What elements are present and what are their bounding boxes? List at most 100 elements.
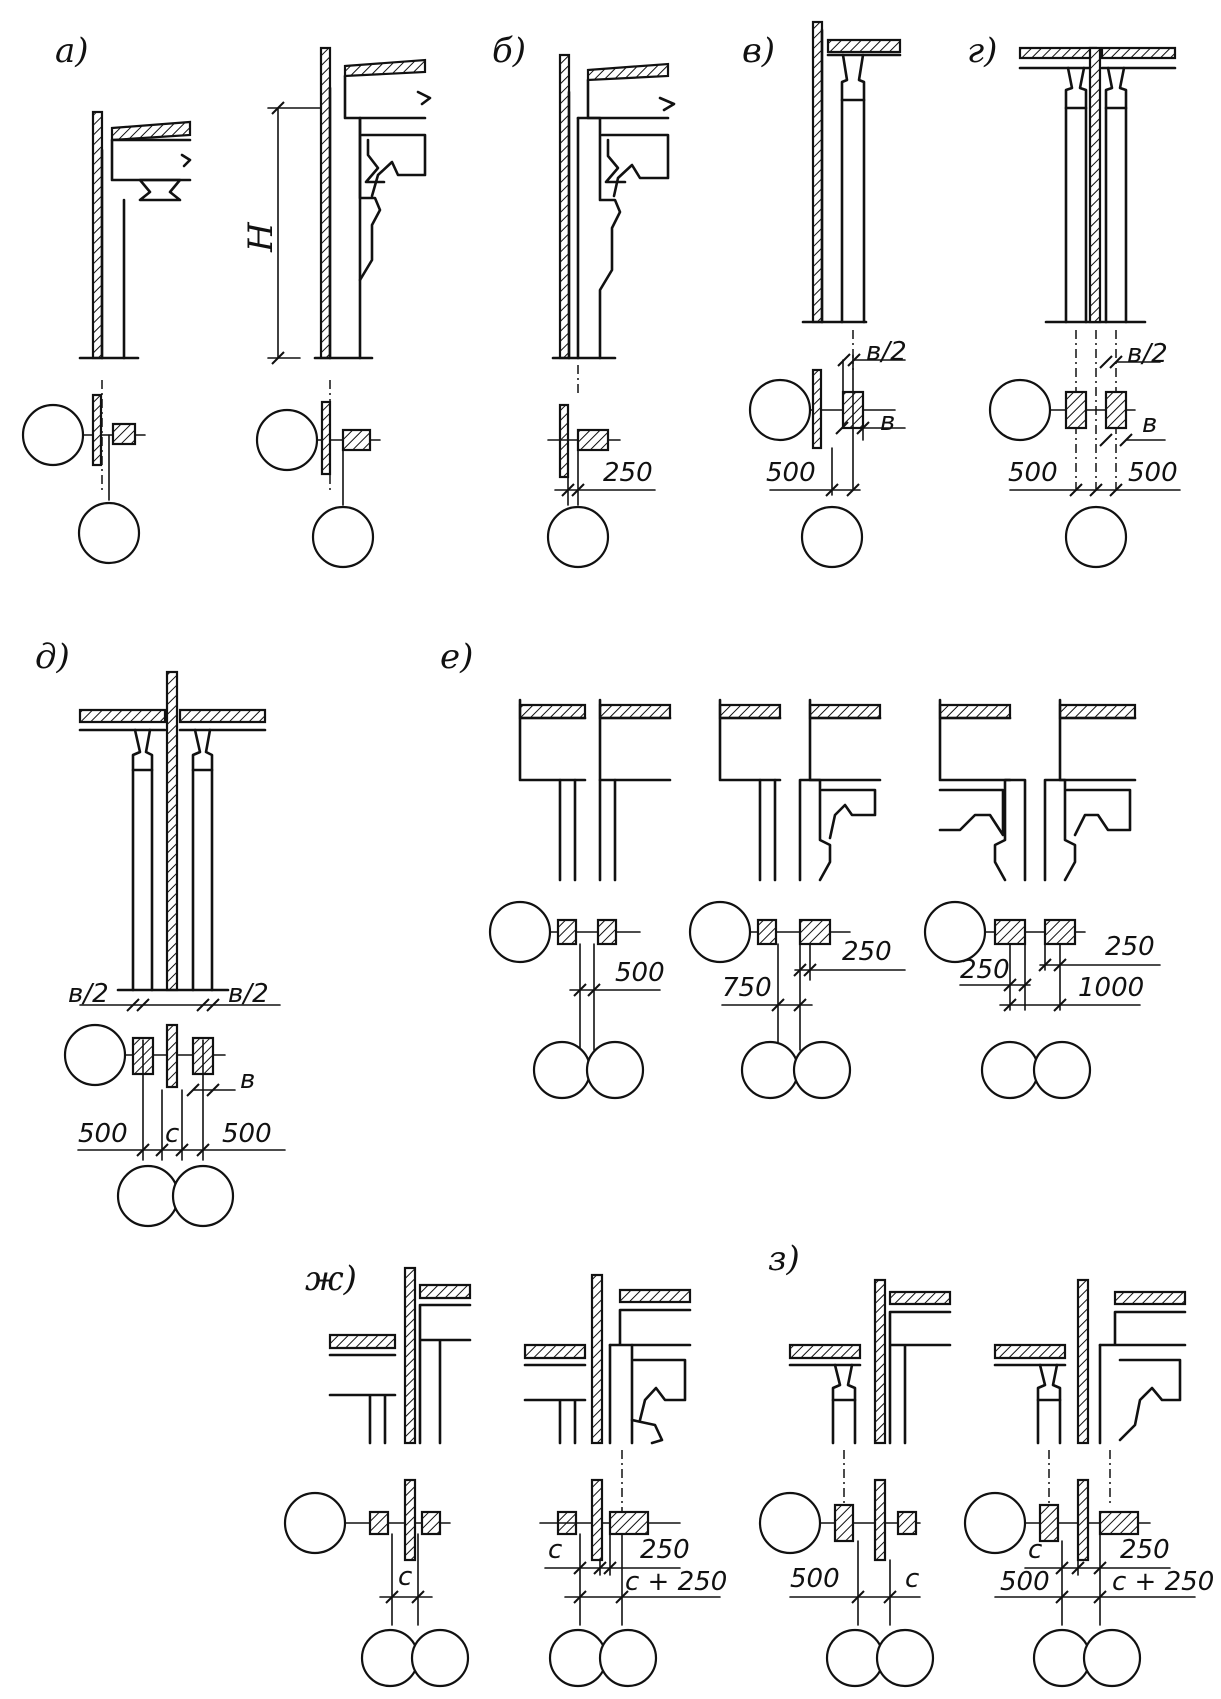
- axis-marker: [1032, 1040, 1092, 1100]
- section-z1: 500 c: [758, 1278, 952, 1688]
- wall-plan: [91, 393, 103, 467]
- column-plan: [576, 428, 610, 452]
- dim-z2-c250: c + 250: [1112, 1567, 1214, 1597]
- axis-marker: [63, 1023, 127, 1087]
- axis-marker: [923, 900, 987, 964]
- dim-e3-1000: 1000: [1078, 973, 1144, 1003]
- dim-zh2-c: c: [548, 1535, 562, 1565]
- label-g: г): [967, 31, 997, 71]
- label-z: з): [768, 1239, 800, 1279]
- dim-zh2-250: 250: [640, 1535, 690, 1565]
- axis-marker: [585, 1040, 645, 1100]
- wall-plan: [811, 368, 823, 450]
- axis-marker: [77, 501, 141, 565]
- axis-marker: [488, 900, 552, 964]
- column-plan: [368, 1510, 390, 1536]
- dim-e1-500: 500: [615, 958, 665, 988]
- dim-g-500-right: 500: [1128, 458, 1178, 488]
- section-e1: 500: [488, 698, 672, 1100]
- wall-plan: [165, 1023, 179, 1089]
- axis-marker: [688, 900, 752, 964]
- column-plan: [1064, 390, 1088, 430]
- expansion-joint-wall: [1088, 46, 1102, 324]
- column-plan: [341, 428, 372, 452]
- axis-marker: [758, 1491, 822, 1555]
- dim-d-half-right: в/2: [228, 979, 269, 1009]
- crane-console: [360, 133, 427, 198]
- dim-z2-250: 250: [1120, 1535, 1170, 1565]
- axis-marker: [963, 1491, 1027, 1555]
- wall-plan: [558, 403, 570, 479]
- dim-d-500-right: 500: [222, 1119, 272, 1149]
- wall: [811, 20, 824, 324]
- dim-v-half: в/2: [866, 337, 907, 367]
- column-plan: [833, 1503, 855, 1543]
- axis-marker: [311, 505, 375, 569]
- dim-d-half-left: в/2: [68, 979, 109, 1009]
- panel-zh: ж) c: [283, 1259, 727, 1688]
- dim-zh1-c: c: [398, 1562, 412, 1592]
- crane-rail: [840, 53, 866, 102]
- column-plan: [1043, 918, 1077, 946]
- axis-marker: [875, 1628, 935, 1688]
- axis-marker: [116, 1164, 180, 1228]
- column-plan: [608, 1510, 650, 1536]
- section-zh2: c 250 c + 250: [523, 1273, 727, 1688]
- wall-plan: [873, 1478, 887, 1562]
- dim-d-500-left: 500: [78, 1119, 128, 1149]
- axis-marker: [21, 403, 85, 467]
- wall: [165, 670, 179, 992]
- column-plan: [993, 918, 1027, 946]
- dim-v-500: 500: [766, 458, 816, 488]
- panel-e: е) 500: [440, 637, 1161, 1100]
- axis-marker: [825, 1628, 885, 1688]
- axis-marker: [255, 408, 319, 472]
- section-zh1: c: [283, 1266, 472, 1688]
- column-plan: [896, 1510, 918, 1536]
- axis-marker: [1082, 1628, 1142, 1688]
- column-plan: [1038, 1503, 1060, 1543]
- panel-g: г) в/2 в 500 500: [967, 31, 1181, 569]
- section-e3: 250 250 1000: [923, 698, 1161, 1100]
- panel-v: в) в/2 в 500: [742, 20, 907, 569]
- wall-plan: [590, 1478, 604, 1562]
- panel-z: з) 500 c: [758, 1239, 1214, 1688]
- axis-marker: [532, 1040, 592, 1100]
- dim-H: H: [241, 221, 281, 253]
- axis-marker: [546, 505, 610, 569]
- axis-marker: [740, 1040, 800, 1100]
- dim-g-500-left: 500: [1008, 458, 1058, 488]
- column-plan: [556, 918, 578, 946]
- wall: [403, 1266, 417, 1445]
- dim-d-c: c: [165, 1119, 179, 1149]
- axis-marker: [748, 378, 812, 442]
- section-a1: [21, 110, 192, 565]
- axis-marker: [792, 1040, 852, 1100]
- label-b: б): [492, 31, 526, 71]
- dim-z2-c: c: [1028, 1535, 1042, 1565]
- dim-zh2-c250: c + 250: [625, 1567, 727, 1597]
- column-plan: [111, 422, 137, 446]
- axis-marker: [283, 1491, 347, 1555]
- axis-marker: [360, 1628, 420, 1688]
- section-a2: H: [241, 46, 432, 569]
- dim-z1-c: c: [905, 1564, 919, 1594]
- wall: [873, 1278, 887, 1445]
- dim-g-half: в/2: [1127, 339, 1168, 369]
- panel-b: б) 250: [492, 31, 676, 569]
- panel-a: а) H: [21, 31, 432, 569]
- section-e2: 250 750: [688, 698, 906, 1100]
- wall: [1076, 1278, 1090, 1445]
- label-d: д): [35, 637, 70, 677]
- axis-marker: [548, 1628, 608, 1688]
- wall: [558, 53, 571, 360]
- wall-plan: [320, 400, 332, 476]
- column-plan: [798, 918, 832, 946]
- column-plan: [1098, 1510, 1140, 1536]
- dim-e2-750: 750: [722, 973, 772, 1003]
- dim-z2-500: 500: [1000, 1567, 1050, 1597]
- axis-marker: [980, 1040, 1040, 1100]
- dim-v-b: в: [880, 407, 895, 437]
- panel-d: д) в/2 в/2 в 500 c 500: [35, 637, 286, 1228]
